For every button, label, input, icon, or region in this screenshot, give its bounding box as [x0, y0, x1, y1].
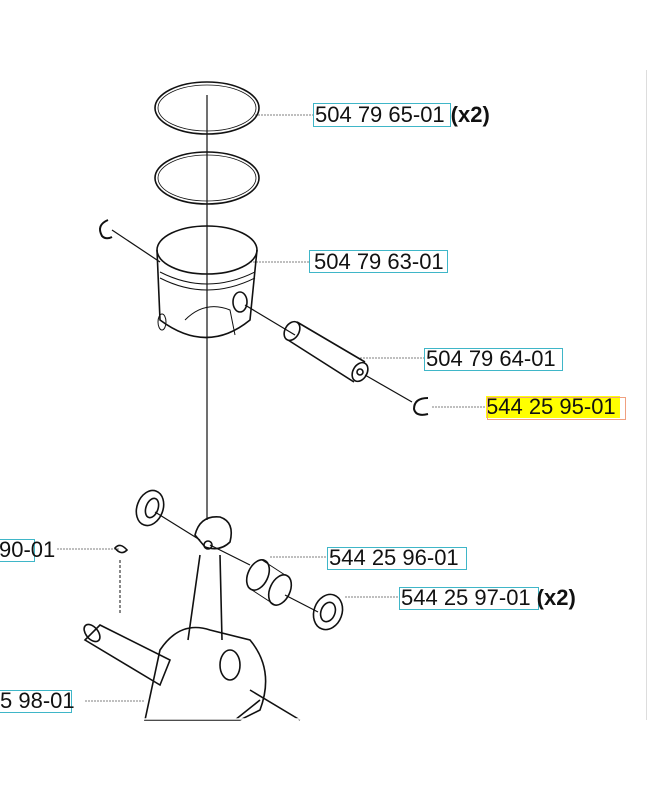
piston-ring-lower-inner — [157, 154, 257, 202]
part-quantity: (x2) — [536, 585, 576, 610]
woodruff-key — [113, 544, 129, 554]
part-number[interactable]: 90-01 — [0, 537, 56, 562]
page-edge — [646, 70, 647, 720]
part-link-box — [399, 587, 539, 610]
piston-ring-upper — [154, 81, 260, 135]
part-number[interactable]: 504 79 65-01 — [315, 102, 445, 127]
part-label-504-79-63-01[interactable]: 504 79 63-01 — [314, 251, 444, 273]
part-label-544-25-97-01[interactable]: 544 25 97-01(x2) — [401, 587, 576, 609]
thrust-washer-upper — [135, 489, 165, 527]
selected-part-box — [487, 397, 626, 420]
thrust-washer-lower — [312, 593, 344, 631]
part-link-box — [0, 539, 35, 562]
part-link-box — [0, 690, 72, 713]
part-link-box — [327, 547, 467, 570]
connecting-rod — [187, 516, 233, 641]
circlip-right — [412, 397, 429, 416]
piston-ring-upper-inner — [157, 84, 257, 132]
part-label-504-79-64-01[interactable]: 504 79 64-01 — [426, 348, 556, 370]
part-link-box — [309, 250, 448, 273]
circlip-left — [99, 219, 113, 240]
part-label-90-01[interactable]: 90-01 — [0, 539, 55, 561]
piston — [156, 225, 258, 339]
part-number[interactable]: 5 98-01 — [0, 688, 75, 713]
part-number[interactable]: 544 25 95-01 — [486, 394, 616, 419]
part-label-544-25-95-01-highlighted[interactable]: 544 25 95-01 — [486, 396, 620, 418]
part-number[interactable]: 544 25 97-01 — [401, 585, 531, 610]
part-number[interactable]: 504 79 64-01 — [426, 346, 556, 371]
crankshaft — [83, 623, 301, 721]
leader-lines — [57, 114, 486, 702]
part-number[interactable]: 504 79 63-01 — [314, 249, 444, 274]
part-number[interactable]: 544 25 96-01 — [329, 545, 459, 570]
piston-pin — [283, 320, 369, 383]
part-quantity: (x2) — [450, 102, 490, 127]
part-link-box — [313, 103, 451, 127]
part-label-5-98-01[interactable]: 5 98-01 — [0, 690, 75, 712]
part-label-544-25-96-01[interactable]: 544 25 96-01 — [329, 547, 459, 569]
part-link-box — [424, 348, 563, 371]
part-label-504-79-65-01[interactable]: 504 79 65-01(x2) — [315, 104, 490, 126]
piston-ring-lower — [154, 151, 260, 205]
needle-bearing — [245, 559, 293, 606]
